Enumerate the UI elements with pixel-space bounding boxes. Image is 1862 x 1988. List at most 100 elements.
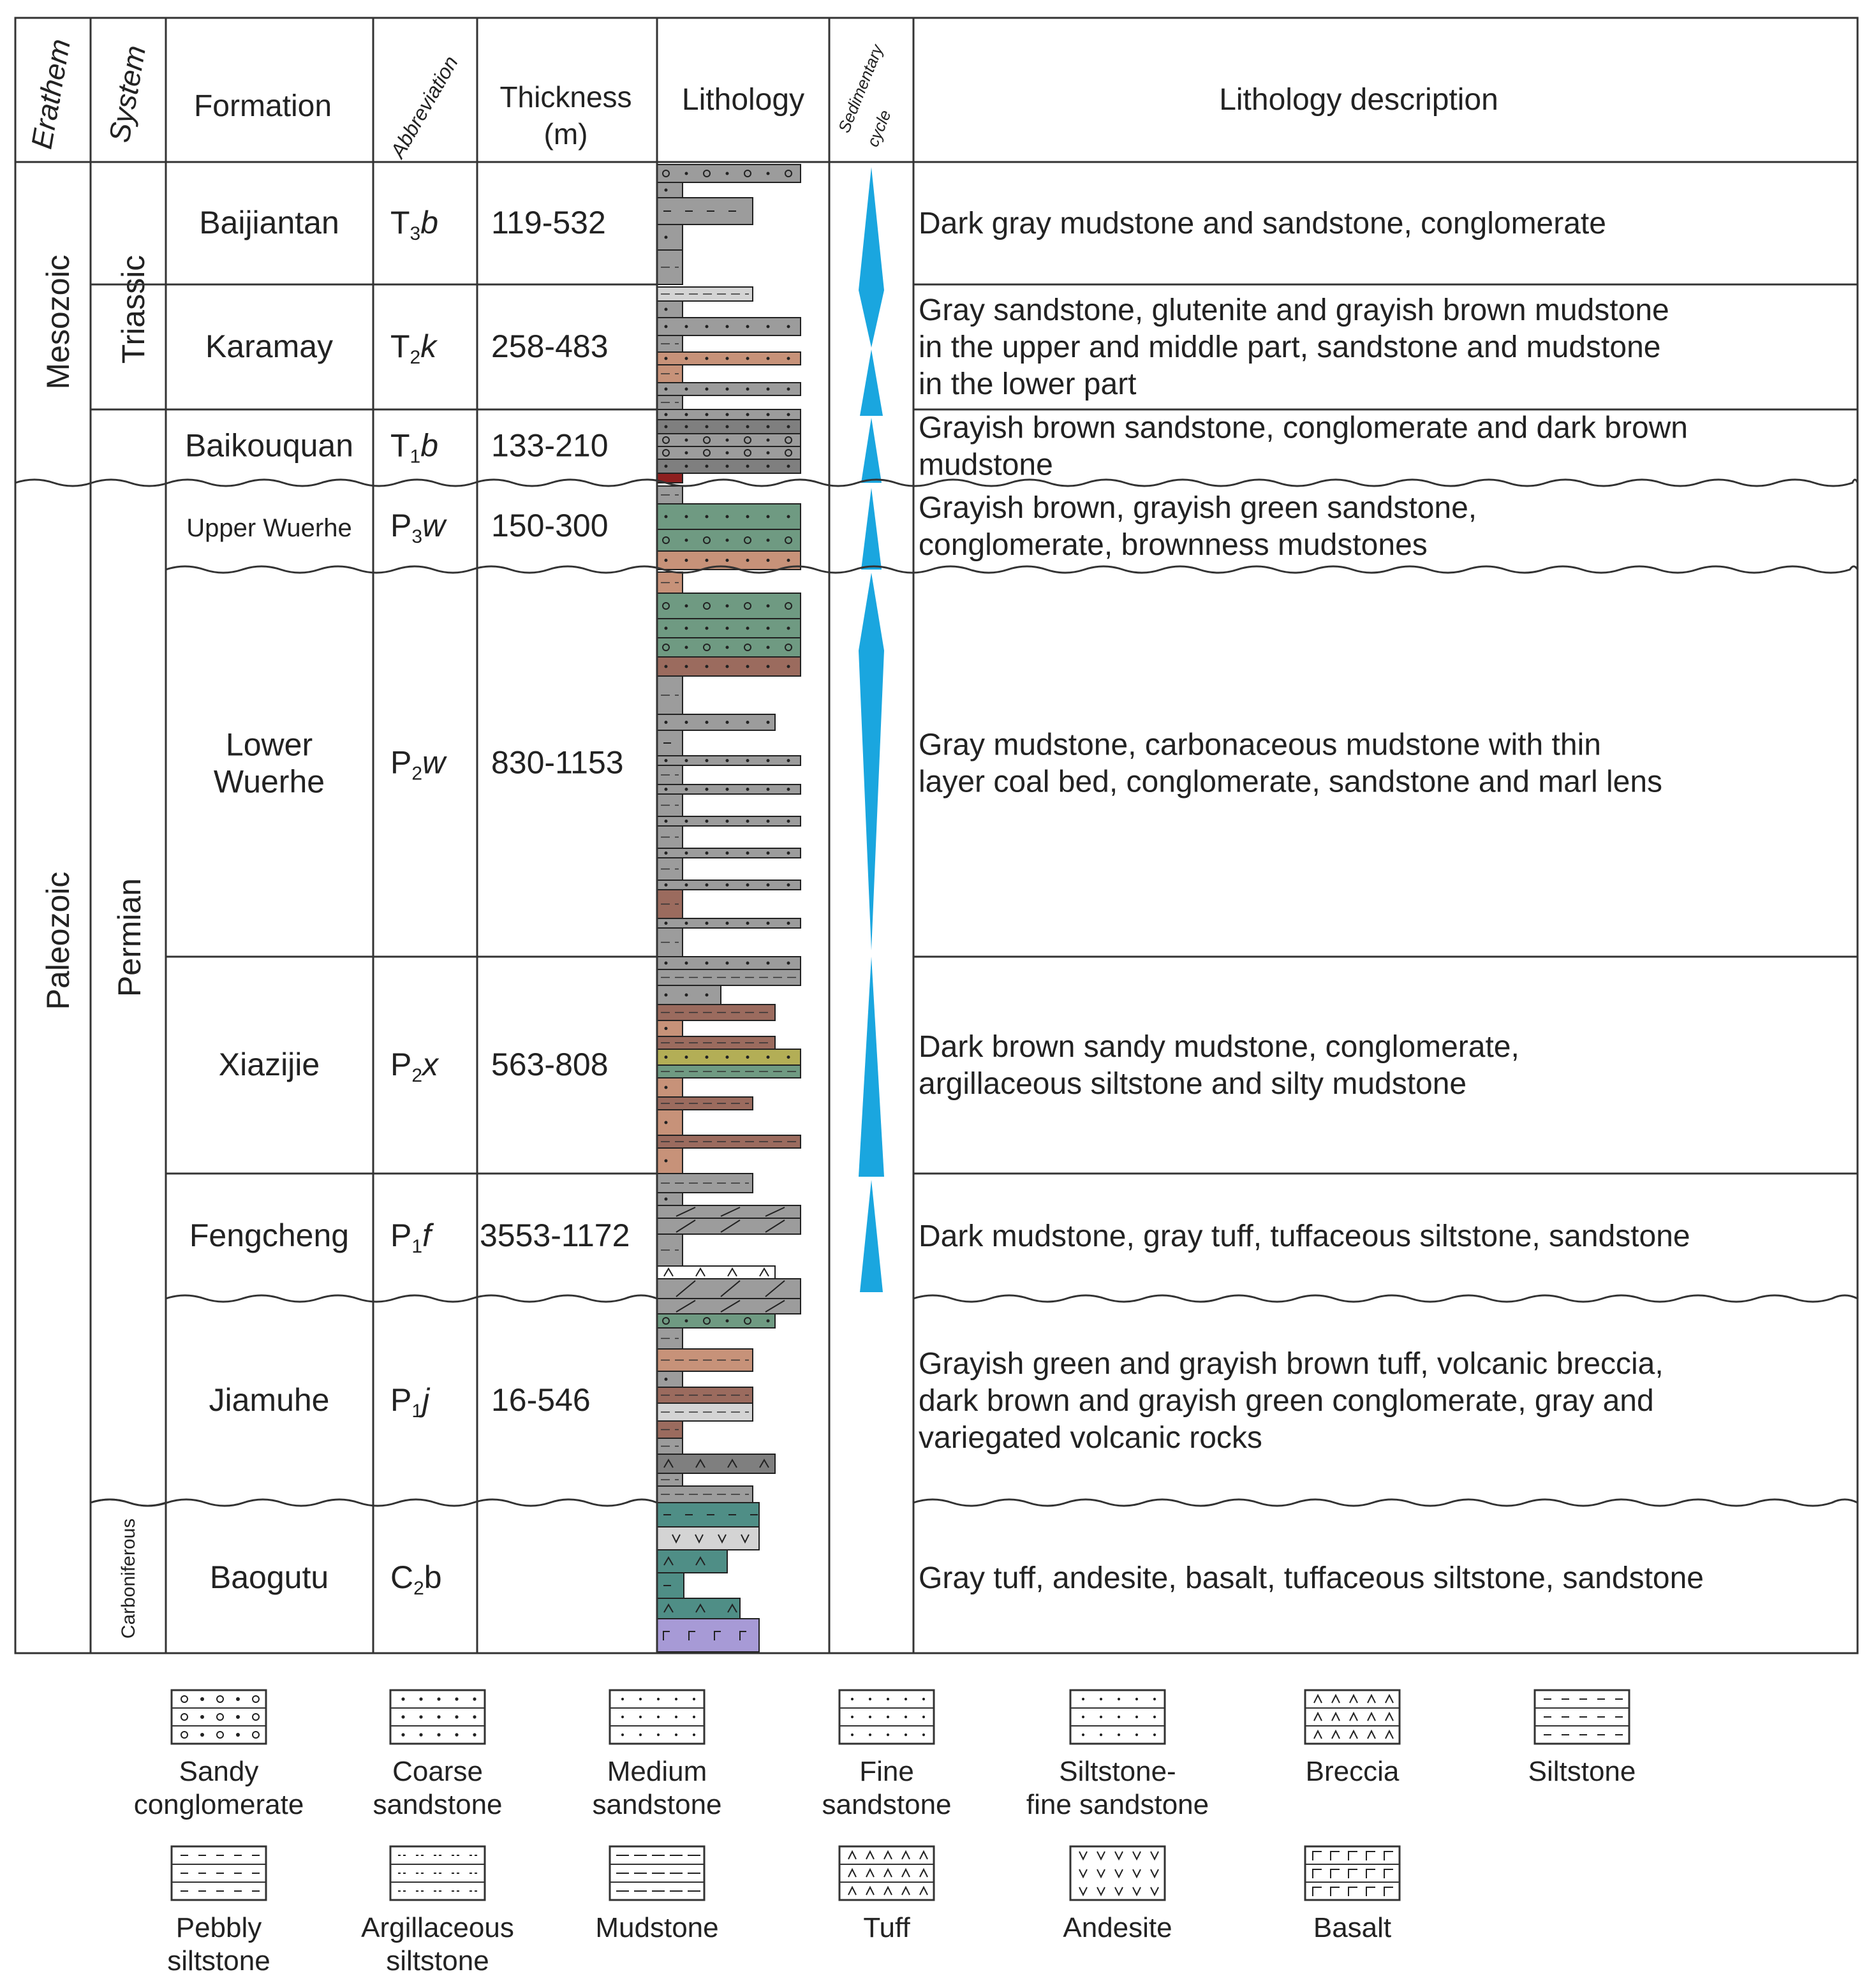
lithology-description-line: Dark brown sandy mudstone, conglomerate, [919,1030,1519,1064]
unconformity-line [90,1498,658,1507]
lithology-bed [656,1298,801,1314]
lithology-bed [656,395,683,410]
legend-item-tuff: Tuff [838,1845,935,1943]
lithology-bed [656,300,683,318]
lithology-bed [656,755,801,766]
header-cycle: cycle [863,107,895,149]
legend-item-andesite: Andesite [1063,1845,1172,1943]
lithology-bed [656,503,801,530]
lithology-bed [656,1327,683,1350]
lithology-legend: SandyconglomerateCoarsesandstoneMediumsa… [134,1689,1636,1977]
lithology-bed [656,1049,801,1066]
formation-name: Lower [226,727,313,763]
era-labels: Mesozoic Paleozoic Triassic Permian Carb… [40,254,151,1638]
lithology-description-line: layer coal bed, conglomerate, sandstone … [919,765,1662,799]
lithology-description-line: Gray mudstone, carbonaceous mudstone wit… [919,728,1601,762]
lithology-bed [656,419,801,434]
header-lithology-description: Lithology description [1219,83,1498,117]
unconformity-line [913,1294,1858,1303]
lithology-bed [656,969,801,986]
sedimentary-cycle-marker [860,350,883,416]
lithology-bed [656,571,683,594]
formation-abbreviation: T3b [390,205,438,244]
lithology-bed [656,197,753,225]
lithology-bed [656,714,776,731]
formation-thickness: 119-532 [491,205,606,240]
lithology-bed [656,675,683,715]
lithology-bed [656,164,801,183]
lithology-bed [656,816,801,827]
lithology-bed [656,1077,683,1098]
legend-label: fine sandstone [1026,1789,1209,1820]
lithology-bed [656,433,801,447]
lithology-bed [656,409,801,420]
lithology-bed [656,1572,684,1599]
legend-label: Basalt [1313,1912,1391,1943]
lithology-column [656,164,801,1653]
lithology-bed [656,249,683,285]
unconformity-line [913,1498,1858,1507]
lithology-bed [656,1438,683,1455]
lithology-bed [656,927,683,957]
lithology-bed [656,985,721,1005]
unconformity-line [165,1294,658,1303]
legend-swatch [1304,1845,1401,1901]
unconformity-line [165,565,1859,574]
legend-label: conglomerate [134,1789,304,1820]
lithology-bed [656,765,683,785]
legend-label: sandstone [373,1789,502,1820]
lithology-bed [656,637,801,658]
sedimentary-cycle-marker [861,418,882,483]
legend-label: Medium [607,1756,707,1787]
sedimentary-cycle-marker [861,268,882,344]
lithology-bed [656,1173,753,1193]
formation-abbreviation: P1j [390,1382,431,1422]
lithology-bed [656,1004,776,1021]
header-system: System [102,43,152,145]
lithology-bed [656,459,801,474]
lithology-description-line: Grayish green and grayish brown tuff, vo… [919,1347,1664,1381]
legend-swatch [170,1689,267,1745]
formation-abbreviation: P3w [390,508,447,547]
lithology-bed [656,1348,753,1372]
legend-label: Siltstone- [1059,1756,1176,1787]
table-border [14,17,1859,1654]
lithology-description-line: variegated volcanic rocks [919,1421,1262,1455]
header-abbreviation: Abbreviation [385,52,462,163]
lithology-bed [656,730,683,756]
legend-swatch [389,1845,486,1901]
lithology-bed [656,1454,776,1474]
formation-thickness: 563-808 [491,1047,609,1082]
lithology-bed [656,1147,683,1174]
legend-label: Argillaceous [361,1912,514,1943]
lithology-bed [656,1036,776,1050]
table-header: Erathem System Formation Abbreviation Th… [25,36,1498,163]
formation-thickness: 258-483 [491,328,609,364]
lithology-bed [656,1420,683,1439]
lithology-bed [656,1502,760,1528]
lithology-bed [656,784,801,795]
lithology-bed [656,317,801,336]
legend-label: sandstone [822,1789,951,1820]
legend-item-siltstone: Siltstone [1528,1689,1636,1787]
legend-label: Sandy [179,1756,259,1787]
legend-label: siltstone [167,1945,270,1977]
lithology-bed [656,793,683,817]
lithology-bed [656,889,683,919]
formation-thickness: 830-1153 [491,745,624,781]
erathem-paleozoic: Paleozoic [40,872,76,1010]
lithology-bed [656,1371,683,1388]
header-thickness: Thickness [499,80,632,114]
lithology-bed [656,446,801,460]
lithology-bed [656,1473,683,1487]
lithology-bed [656,382,801,396]
formation-name: Upper Wuerhe [186,514,351,542]
lithology-bed [656,182,683,198]
lithology-bed [656,1278,801,1299]
